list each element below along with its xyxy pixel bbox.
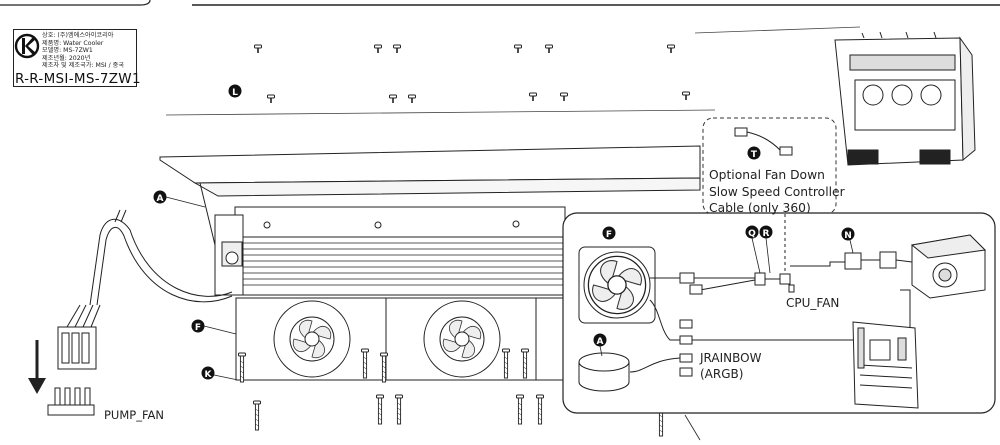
callout-N: N [841,227,855,254]
cert-line-date: 제조년월: 2020년 [42,54,91,62]
down-arrow [28,340,46,394]
svg-text:A: A [597,337,604,347]
pump-fan-label: PUMP_FAN [104,408,164,422]
inset-fan [578,246,656,324]
optional-cable-note: Optional Fan Down Slow Speed Controller … [709,167,845,217]
power-supply [910,234,987,299]
optional-cable-line-1: Optional Fan Down [709,168,825,182]
svg-text:A: A [157,194,164,204]
callout-Q: Q [745,225,761,274]
svg-text:F: F [606,230,612,240]
callout-T: T [747,146,761,160]
inset-wiring [629,214,913,377]
cert-line-model: 모델명: MS-7ZW1 [42,47,93,54]
cert-line-manufacturer: 제조자 및 제조국가: MSI / 중국 [42,62,125,69]
svg-text:L: L [232,88,238,98]
svg-text:N: N [844,231,852,241]
callout-F-inset: F [602,226,616,240]
cert-code: R-R-MSI-MS-7ZW1 [15,71,141,87]
callout-L: L [228,84,242,98]
argb-label: (ARGB) [700,367,743,381]
jrainbow-label: JRAINBOW [699,351,762,365]
cpu-fan-label: CPU_FAN [786,296,839,310]
pump-fan-header [47,387,95,416]
pump-connector [57,304,101,370]
screw-row-top [253,44,676,54]
inset-pump [578,352,630,392]
pump-tube [89,209,233,306]
certification-box [13,29,137,87]
pc-case-illustration [834,31,976,166]
svg-text:Q: Q [748,229,756,239]
optional-cable [734,127,793,156]
cert-line-company: 상호: (주)엠에스아이코리아 [42,32,114,39]
motherboard [852,321,919,409]
svg-text:F: F [195,323,201,333]
callout-K: K [201,366,239,381]
kc-certification-logo [14,33,40,59]
svg-text:T: T [751,150,758,160]
fan-array [235,297,567,381]
callout-A-radiator: A [153,190,206,208]
optional-cable-line-2: Slow Speed Controller [709,184,845,199]
svg-text:R: R [763,229,770,239]
cert-line-product: 제품명: Water Cooler [42,39,104,47]
callout-A-inset: A [593,333,607,357]
callout-F-fans: F [191,319,237,335]
svg-text:K: K [205,370,213,380]
callout-R: R [759,225,773,274]
optional-cable-line-3: Cable (only 360) [709,201,811,215]
radiator [159,145,701,296]
screw-row-middle [266,91,691,104]
